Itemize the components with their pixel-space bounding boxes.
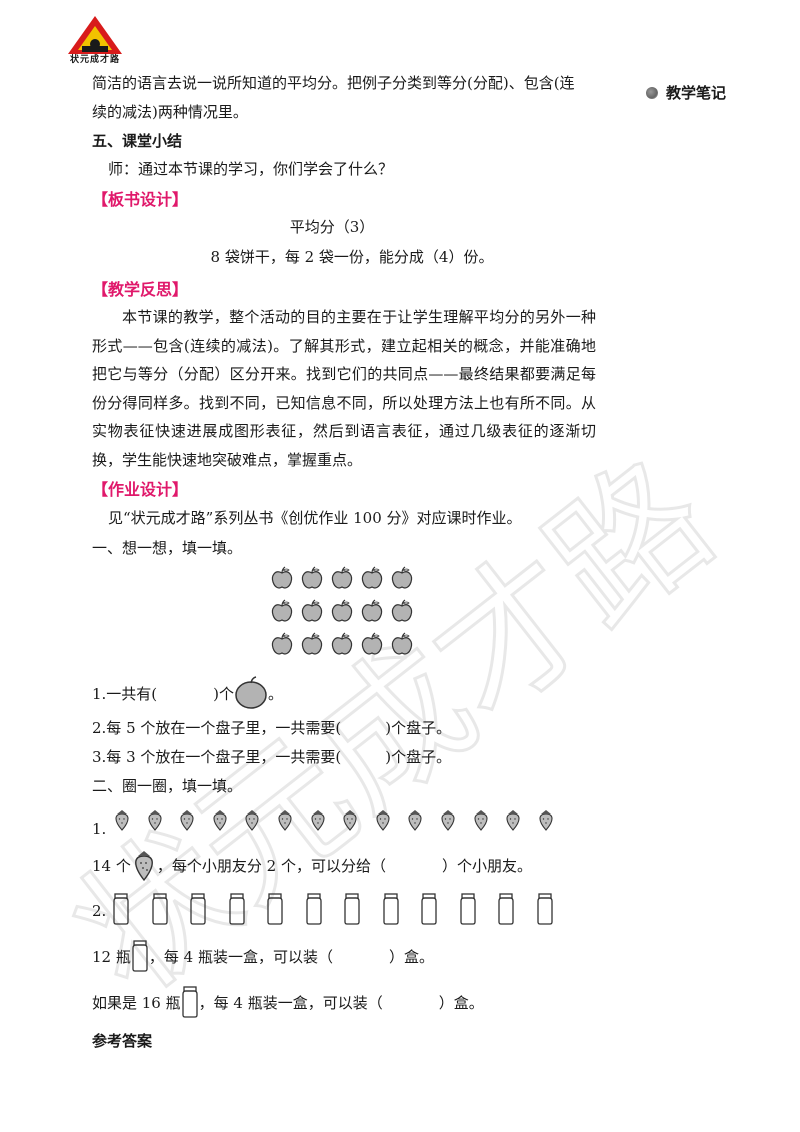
reflection-text: 本节课的教学，整个活动的目的主要在于让学生理解平均分的另外一种形式——包含(连续… [92, 308, 596, 469]
bottle-icon [382, 893, 399, 925]
apple-icon [361, 566, 383, 589]
part2-title: 二、圈一圈，填一填。 [92, 777, 243, 795]
summary-heading: 五、课堂小结 [92, 132, 183, 150]
strawberry-icon [311, 810, 325, 831]
q3-text: 3.每 3 个放在一个盘子里，一共需要( [92, 748, 342, 766]
bottle-icon [305, 893, 322, 925]
bottle-icon [132, 940, 148, 972]
bottle-icon [498, 893, 514, 925]
intro-line-2: 续的减法)两种情况里。 [92, 103, 248, 121]
part1-title: 一、想一想，填一填。 [92, 539, 243, 557]
bottle-icon [459, 893, 476, 925]
apple-icon [301, 632, 323, 655]
brand-logo: 状元成才路 [64, 14, 126, 68]
p2q3-text-c: ）盒。 [438, 993, 484, 1012]
p2q2-text-b: ，每 4 瓶装一盒，可以装（ [148, 947, 333, 966]
bottle-icon [344, 893, 360, 925]
apple-grid [270, 566, 420, 665]
apple-icon [301, 599, 323, 622]
strawberry-icon [473, 810, 488, 831]
apple-icon [331, 632, 353, 655]
p2q3-text-b: ，每 4 瓶装一盒，可以装（ [198, 993, 383, 1012]
strawberry-icon [148, 810, 162, 831]
summary-text: 师：通过本节课的学习，你们学会了什么？ [108, 160, 394, 178]
part2-question-2: 12 瓶 ，每 4 瓶装一盒，可以装（ ）盒。 [92, 940, 434, 972]
bottle-icon [421, 893, 437, 925]
part1-question-2: 2.每 5 个放在一个盘子里，一共需要( )个盘子。 [92, 717, 451, 738]
bottle-icon [181, 986, 198, 1018]
strawberry-icon [506, 810, 520, 831]
bottle-icon [113, 893, 129, 925]
strawberry-icon [408, 810, 422, 831]
strawberry-icon [343, 810, 357, 831]
apple-icon [271, 632, 293, 655]
strawberry-icon [245, 810, 259, 831]
q1-text-a: 1.一共有( [92, 684, 158, 703]
apple-icon [391, 632, 413, 655]
reflection-heading: 【教学反思】 [92, 280, 189, 299]
p2q1-text-c: ）个小朋友。 [441, 856, 532, 875]
apple-icon [331, 566, 353, 589]
apple-icon [235, 676, 267, 709]
strawberry-icon [376, 810, 390, 831]
p2q3-text-a: 如果是 16 瓶 [92, 993, 181, 1012]
p2q2-text-a: 12 瓶 [92, 947, 131, 966]
bottle-icon [228, 893, 245, 925]
strawberry-icon [278, 810, 292, 831]
answers-heading: 参考答案 [92, 1032, 153, 1050]
p2q1-text-a: 14 个 [92, 856, 131, 875]
p2q1-text-b: ，每个小朋友分 2 个，可以分给（ [156, 856, 386, 875]
q3-text-end: )个盘子。 [385, 748, 452, 766]
q2-text-end: )个盘子。 [385, 719, 452, 737]
board-title: 平均分（3） [289, 218, 375, 236]
bottle-icon [190, 893, 206, 925]
strawberry-icon [115, 810, 129, 831]
teaching-notes-text: 教学笔记 [666, 84, 727, 102]
part1-question-3: 3.每 3 个放在一个盘子里，一共需要( )个盘子。 [92, 746, 451, 767]
part2-number-1: 1. [92, 820, 107, 838]
homework-heading: 【作业设计】 [92, 480, 189, 499]
strawberry-icon [441, 810, 455, 831]
teaching-notes-label: 教学笔记 [646, 82, 726, 103]
board-line: 8 袋饼干，每 2 袋一份，能分成（4）份。 [210, 248, 494, 266]
part2-number-2: 2. [92, 902, 107, 920]
q1-text-c: 。 [268, 684, 284, 703]
board-design-heading: 【板书设计】 [92, 190, 189, 209]
apple-icon [361, 599, 383, 622]
apple-icon [391, 599, 413, 622]
logo-text: 状元成才路 [69, 55, 120, 65]
apple-icon [301, 566, 323, 589]
apple-icon [391, 566, 413, 589]
apple-icon [271, 566, 293, 589]
q1-text-b: )个 [213, 684, 235, 703]
apple-row [270, 632, 420, 656]
apple-row [270, 566, 420, 590]
part2-question-1: 14 个 ，每个小朋友分 2 个，可以分给（ ）个小朋友。 [92, 848, 532, 882]
bottle-icon [536, 893, 553, 925]
q2-text: 2.每 5 个放在一个盘子里，一共需要( [92, 719, 342, 737]
strawberry-icon [213, 810, 227, 831]
apple-row [270, 599, 420, 623]
part1-question-1: 1.一共有( )个 。 [92, 676, 283, 710]
intro-line-1: 简洁的语言去说一说所知道的平均分。把例子分类到等分(分配)、包含(连 [92, 74, 575, 92]
homework-reference: 见“状元成才路”系列丛书《创优作业 100 分》对应课时作业。 [108, 509, 522, 527]
bottle-icon [151, 893, 168, 925]
apple-icon [271, 599, 293, 622]
strawberry-icon [180, 810, 194, 831]
strawberry-icon [539, 810, 553, 831]
bullet-icon [646, 86, 658, 99]
bottle-icon [267, 893, 283, 925]
bottle-row [112, 893, 574, 925]
p2q2-text-c: ）盒。 [388, 947, 434, 966]
apple-icon [361, 632, 383, 655]
part2-question-3: 如果是 16 瓶 ，每 4 瓶装一盒，可以装（ ）盒。 [92, 986, 484, 1018]
apple-icon [331, 599, 353, 622]
strawberry-icon [134, 851, 153, 882]
strawberry-row [112, 809, 568, 831]
